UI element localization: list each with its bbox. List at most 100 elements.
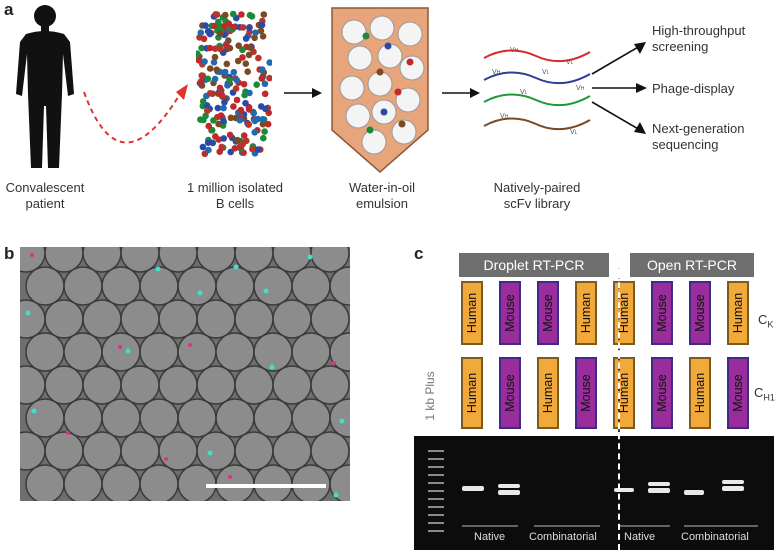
droplet-micrograph <box>20 247 350 501</box>
b-cell <box>212 133 219 140</box>
group-label-native-2: Native <box>624 531 656 543</box>
droplet <box>253 398 293 438</box>
b-cell <box>237 106 245 114</box>
lane-6-top-box: Mouse <box>651 281 673 345</box>
b-cell <box>204 107 211 115</box>
lane-7-bottom-box: Human <box>689 357 711 429</box>
b-cell <box>244 68 251 75</box>
b-cell <box>261 128 268 135</box>
droplet <box>196 365 236 405</box>
svg-text:VL: VL <box>566 59 574 66</box>
b-cell <box>211 45 219 52</box>
droplet <box>310 247 350 273</box>
lane-1-top-box: Human <box>461 281 483 345</box>
b-cell <box>266 59 272 66</box>
droplet <box>329 464 350 501</box>
b-cell <box>239 140 246 148</box>
b-cell <box>204 28 212 35</box>
b-cell <box>199 98 207 105</box>
lane-3-bottom-box: Human <box>537 357 559 429</box>
b-cell <box>255 54 262 62</box>
droplet <box>63 266 103 306</box>
b-cell <box>205 122 212 130</box>
droplet <box>310 299 350 339</box>
svg-text:VL: VL <box>570 129 578 136</box>
b-cell <box>197 78 205 85</box>
droplet <box>63 332 103 372</box>
b-cell <box>216 148 223 155</box>
row-label-ch1: CH1 <box>754 385 775 403</box>
b-cell <box>221 99 228 106</box>
b-cell <box>221 68 229 76</box>
droplet <box>253 464 293 501</box>
droplet <box>139 398 179 438</box>
lane-box-label: Mouse <box>503 294 517 332</box>
droplet <box>215 332 255 372</box>
droplet <box>196 431 236 471</box>
b-cell <box>200 35 208 43</box>
droplet <box>120 365 160 405</box>
group-label-native-1: Native <box>474 531 506 543</box>
b-cell <box>197 116 204 123</box>
lane-box-label: Mouse <box>579 374 593 412</box>
b-cell <box>260 134 267 142</box>
droplet <box>177 398 217 438</box>
droplet <box>158 365 198 405</box>
b-cell <box>251 129 258 136</box>
droplet <box>25 332 65 372</box>
output-phage-display: Phage-display <box>652 81 735 96</box>
droplet <box>215 398 255 438</box>
dashed-divider <box>618 252 620 550</box>
b-cell <box>266 74 272 82</box>
b-cell <box>232 85 240 92</box>
droplet <box>234 431 274 471</box>
lane-box-label: Human <box>541 372 555 414</box>
dashed-arrow <box>83 84 188 144</box>
droplet <box>234 299 274 339</box>
droplet <box>177 464 217 501</box>
lane-6-bottom-box: Mouse <box>651 357 673 429</box>
b-cell <box>215 90 222 97</box>
droplet <box>272 431 312 471</box>
b-cell <box>206 65 214 72</box>
b-cell <box>230 68 238 76</box>
droplet <box>215 464 255 501</box>
b-cell <box>245 121 253 128</box>
droplet <box>82 299 122 339</box>
b-cell <box>217 45 224 53</box>
b-cell <box>241 91 248 99</box>
b-cell <box>261 80 269 88</box>
emulsion-tube <box>331 7 429 173</box>
svg-text:VH: VH <box>492 69 501 76</box>
lane-box-label: Mouse <box>655 294 669 332</box>
ladder-label: 1 kb Plus <box>423 371 437 421</box>
droplet <box>291 398 331 438</box>
svg-text:VH: VH <box>500 113 509 120</box>
droplet <box>25 398 65 438</box>
b-cell <box>202 22 209 29</box>
b-cell <box>230 23 237 31</box>
svg-text:VL: VL <box>542 69 550 76</box>
droplet <box>291 464 331 501</box>
b-cell <box>245 51 253 59</box>
b-cell <box>259 66 266 73</box>
lane-box-label: Mouse <box>503 374 517 412</box>
droplet <box>177 266 217 306</box>
lane-box-label: Human <box>465 292 479 334</box>
b-cell <box>264 120 272 128</box>
droplet <box>44 365 84 405</box>
b-cell <box>226 131 234 139</box>
lane-box-label: Mouse <box>731 374 745 412</box>
b-cell <box>227 114 235 122</box>
droplet <box>139 332 179 372</box>
droplet <box>63 398 103 438</box>
b-cell <box>226 76 233 83</box>
arrow-icon <box>284 88 322 98</box>
lane-1-bottom-box: Human <box>461 357 483 429</box>
panel-label-a: a <box>4 0 14 19</box>
gel-image <box>414 436 774 550</box>
droplet <box>82 431 122 471</box>
